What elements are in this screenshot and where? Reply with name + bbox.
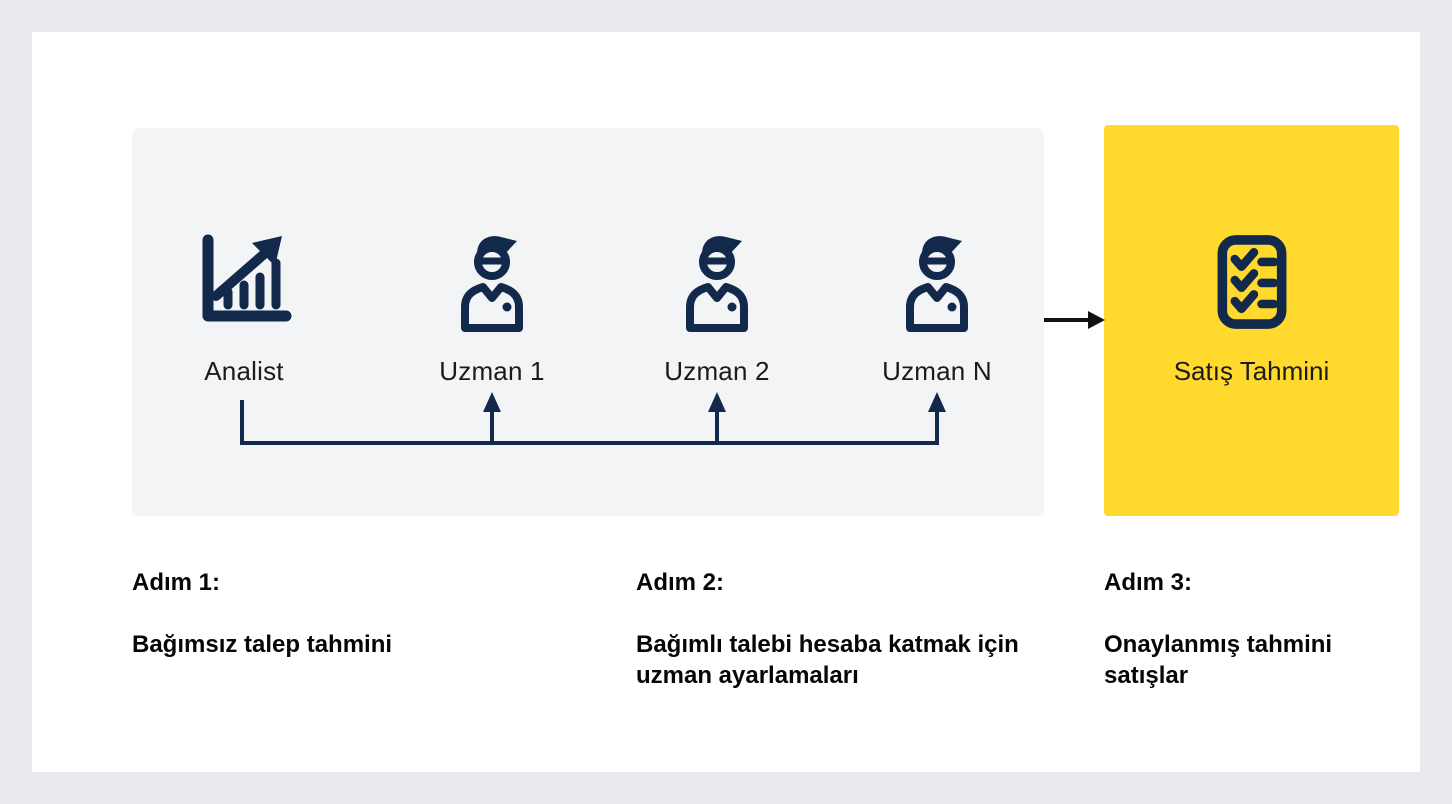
step-2: Adım 2: Bağımlı talebi hesaba katmak içi… <box>636 568 1051 691</box>
content-card: Analist Uzman 1 <box>32 32 1420 772</box>
person-icon <box>847 228 1027 332</box>
step-2-description: Bağımlı talebi hesaba katmak için uzman … <box>636 631 1019 689</box>
actor-expert-1: Uzman 1 <box>402 228 582 387</box>
actor-label: Uzman 1 <box>439 356 545 386</box>
actor-expert-n: Uzman N <box>847 228 1027 387</box>
step-3-description: Onaylanmış tahmini satışlar <box>1104 631 1333 689</box>
experts-panel <box>132 128 1044 516</box>
step-1: Adım 1: Bağımsız talep tahmini <box>132 568 592 660</box>
step-1-title: Adım 1: <box>132 569 221 596</box>
actor-label: Uzman 2 <box>664 356 770 386</box>
step-3: Adım 3: Onaylanmış tahmini satışlar <box>1104 568 1404 691</box>
actor-label: Analist <box>204 356 284 386</box>
step-3-title: Adım 3: <box>1104 569 1193 596</box>
person-icon <box>402 228 582 332</box>
step-1-description: Bağımsız talep tahmini <box>132 631 393 658</box>
actor-expert-2: Uzman 2 <box>627 228 807 387</box>
result-label: Satış Tahmini <box>1173 356 1330 386</box>
person-icon <box>627 228 807 332</box>
chart-increase-icon <box>154 228 334 332</box>
analyst-to-experts-connector <box>240 392 946 445</box>
flow-arrow-icon <box>1044 311 1105 329</box>
actor-label: Uzman N <box>882 356 992 386</box>
actor-analyst: Analist <box>154 228 334 387</box>
step-2-title: Adım 2: <box>636 569 725 596</box>
checklist-icon <box>1208 231 1296 338</box>
